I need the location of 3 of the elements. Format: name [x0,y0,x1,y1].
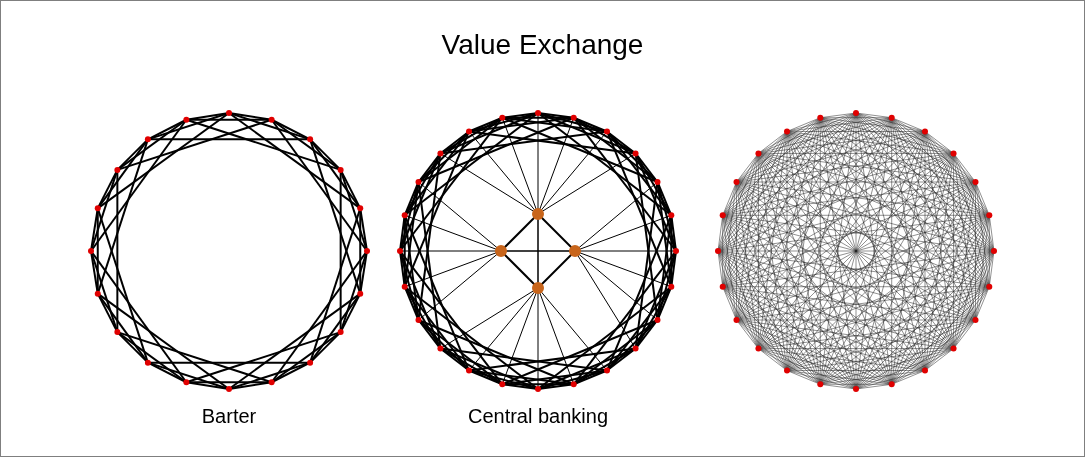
caption: Central banking [466,405,610,428]
diagram-title: Value Exchange [440,29,645,61]
caption: Barter [200,405,258,428]
